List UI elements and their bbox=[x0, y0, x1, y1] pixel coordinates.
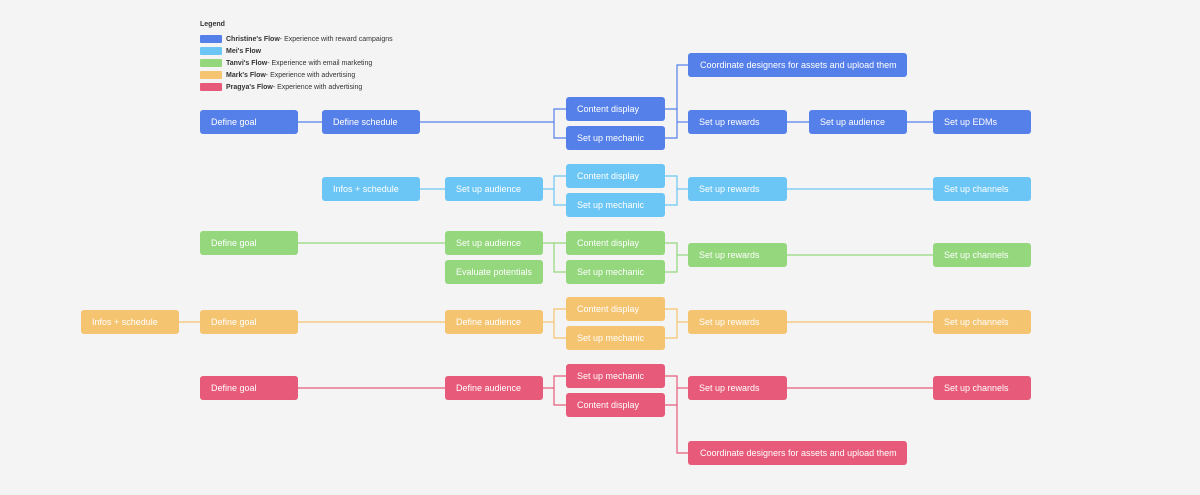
legend-name: Tanvi's Flow bbox=[226, 59, 268, 67]
legend-title: Legend bbox=[200, 21, 225, 28]
node-content-display[interactable]: Content display bbox=[566, 97, 665, 121]
node-set-up-audience[interactable]: Set up audience bbox=[809, 110, 907, 134]
node-define-schedule[interactable]: Define schedule bbox=[322, 110, 420, 134]
node-set-up-channels[interactable]: Set up channels bbox=[933, 243, 1031, 267]
node-define-goal[interactable]: Define goal bbox=[200, 231, 298, 255]
legend-swatch bbox=[200, 35, 222, 43]
node-define-goal[interactable]: Define goal bbox=[200, 376, 298, 400]
legend-item-mei: Mei's Flow bbox=[200, 45, 393, 57]
legend-item-mark: Mark's Flow - Experience with advertisin… bbox=[200, 69, 393, 81]
legend-name: Christine's Flow bbox=[226, 35, 280, 43]
node-evaluate-potentials[interactable]: Evaluate potentials bbox=[445, 260, 543, 284]
legend-swatch bbox=[200, 71, 222, 79]
legend-swatch bbox=[200, 47, 222, 55]
legend-item-christine: Christine's Flow - Experience with rewar… bbox=[200, 33, 393, 45]
node-set-up-rewards[interactable]: Set up rewards bbox=[688, 243, 787, 267]
node-set-up-channels[interactable]: Set up channels bbox=[933, 310, 1031, 334]
legend-desc: - Experience with advertising bbox=[265, 71, 356, 79]
connector-line bbox=[553, 243, 566, 273]
legend-desc: - Experience with email marketing bbox=[267, 59, 373, 67]
connector-line bbox=[665, 375, 678, 406]
legend-name: Mark's Flow bbox=[226, 71, 266, 79]
node-set-up-edms[interactable]: Set up EDMs bbox=[933, 110, 1031, 134]
connector-line bbox=[665, 242, 678, 273]
node-set-up-mechanic[interactable]: Set up mechanic bbox=[566, 326, 665, 350]
legend-name: Mei's Flow bbox=[226, 47, 262, 55]
legend-item-tanvi: Tanvi's Flow - Experience with email mar… bbox=[200, 57, 393, 69]
node-set-up-audience[interactable]: Set up audience bbox=[445, 177, 543, 201]
node-define-audience[interactable]: Define audience bbox=[445, 376, 543, 400]
connector-line bbox=[676, 64, 688, 109]
legend-desc: - Experience with advertising bbox=[272, 83, 363, 91]
connector-line bbox=[553, 375, 566, 406]
legend-item-pragya: Pragya's Flow - Experience with advertis… bbox=[200, 81, 393, 93]
node-content-display[interactable]: Content display bbox=[566, 297, 665, 321]
node-define-goal[interactable]: Define goal bbox=[200, 310, 298, 334]
node-set-up-mechanic[interactable]: Set up mechanic bbox=[566, 193, 665, 217]
legend-desc: - Experience with reward campaigns bbox=[279, 35, 393, 43]
connector-line bbox=[665, 175, 678, 206]
connector-line bbox=[553, 108, 566, 139]
node-set-up-channels[interactable]: Set up channels bbox=[933, 177, 1031, 201]
node-infos-schedule[interactable]: Infos + schedule bbox=[81, 310, 179, 334]
legend-swatch bbox=[200, 59, 222, 67]
node-define-audience[interactable]: Define audience bbox=[445, 310, 543, 334]
connector-line bbox=[665, 108, 678, 139]
connector-line bbox=[553, 175, 566, 206]
node-set-up-channels[interactable]: Set up channels bbox=[933, 376, 1031, 400]
node-define-goal[interactable]: Define goal bbox=[200, 110, 298, 134]
legend: Legend Christine's Flow - Experience wit… bbox=[200, 21, 393, 93]
node-set-up-mechanic[interactable]: Set up mechanic bbox=[566, 126, 665, 150]
connector-line bbox=[665, 308, 678, 339]
node-set-up-rewards[interactable]: Set up rewards bbox=[688, 376, 787, 400]
node-set-up-audience[interactable]: Set up audience bbox=[445, 231, 543, 255]
node-coordinate-designers[interactable]: Coordinate designers for assets and uplo… bbox=[688, 441, 907, 465]
node-set-up-mechanic[interactable]: Set up mechanic bbox=[566, 364, 665, 388]
node-infos-schedule[interactable]: Infos + schedule bbox=[322, 177, 420, 201]
node-set-up-rewards[interactable]: Set up rewards bbox=[688, 177, 787, 201]
legend-name: Pragya's Flow bbox=[226, 83, 273, 91]
node-set-up-mechanic[interactable]: Set up mechanic bbox=[566, 260, 665, 284]
node-set-up-rewards[interactable]: Set up rewards bbox=[688, 310, 787, 334]
legend-swatch bbox=[200, 83, 222, 91]
connector-line bbox=[676, 405, 688, 454]
node-content-display[interactable]: Content display bbox=[566, 164, 665, 188]
node-content-display[interactable]: Content display bbox=[566, 393, 665, 417]
node-coordinate-designers[interactable]: Coordinate designers for assets and uplo… bbox=[688, 53, 907, 77]
node-set-up-rewards[interactable]: Set up rewards bbox=[688, 110, 787, 134]
connector-line bbox=[553, 308, 566, 339]
node-content-display[interactable]: Content display bbox=[566, 231, 665, 255]
